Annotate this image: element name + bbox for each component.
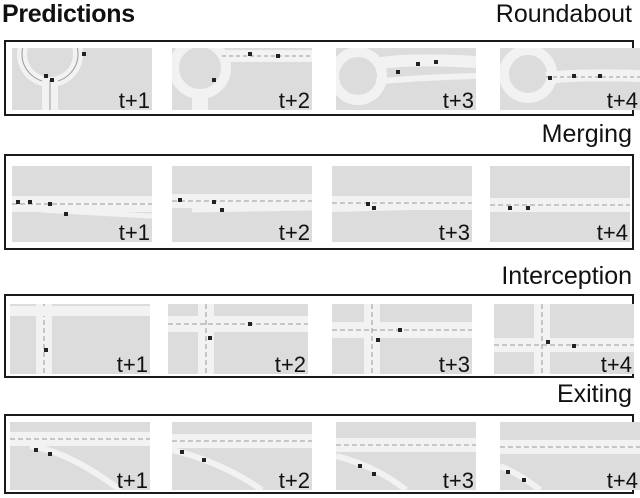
- step-label: t+1: [118, 88, 150, 111]
- frame-roundabout-t1: t+1: [12, 48, 152, 110]
- step-label: t+4: [600, 352, 632, 375]
- frame-interception-t2: t+2: [168, 304, 308, 374]
- panel-interception: t+1 t+2 t+3: [4, 294, 634, 378]
- step-label: t+3: [438, 352, 470, 375]
- frame-merging-t4: t+4: [490, 166, 630, 242]
- panel-merging: t+1 t+2 t+3 t+: [4, 154, 634, 250]
- step-label: t+2: [278, 468, 310, 491]
- step-label: t+2: [274, 352, 306, 375]
- step-label: t+4: [606, 88, 638, 111]
- scenario-label-exiting: Exiting: [556, 380, 632, 408]
- frame-merging-t2: t+2: [172, 166, 312, 242]
- frame-exiting-t3: t+3: [336, 422, 476, 490]
- step-label: t+2: [278, 220, 310, 243]
- frame-interception-t4: t+4: [494, 304, 634, 374]
- step-label: t+4: [606, 468, 638, 491]
- frame-merging-t3: t+3: [332, 166, 472, 242]
- step-label: t+1: [116, 352, 148, 375]
- panel-roundabout: t+1 t+2 t+3: [4, 40, 640, 116]
- frame-roundabout-t3: t+3: [336, 48, 476, 110]
- frame-interception-t3: t+3: [332, 304, 472, 374]
- frame-merging-t1: t+1: [12, 166, 152, 242]
- frame-exiting-t2: t+2: [172, 422, 312, 490]
- figure-title: Predictions: [2, 0, 135, 28]
- step-label: t+4: [596, 220, 628, 243]
- scenario-label-interception: Interception: [501, 262, 632, 290]
- frame-exiting-t1: t+1: [10, 422, 150, 490]
- scenario-label-roundabout: Roundabout: [495, 0, 632, 28]
- step-label: t+3: [442, 88, 474, 111]
- scenario-label-merging: Merging: [541, 120, 632, 148]
- frame-interception-t1: t+1: [10, 304, 150, 374]
- frame-roundabout-t4: t+4: [500, 48, 640, 110]
- frame-exiting-t4: t+4: [500, 422, 640, 490]
- panel-exiting: t+1 t+2 t+3 t+: [4, 414, 640, 494]
- step-label: t+1: [118, 220, 150, 243]
- step-label: t+1: [116, 468, 148, 491]
- step-label: t+3: [438, 220, 470, 243]
- step-label: t+2: [278, 88, 310, 111]
- step-label: t+3: [442, 468, 474, 491]
- frame-roundabout-t2: t+2: [172, 48, 312, 110]
